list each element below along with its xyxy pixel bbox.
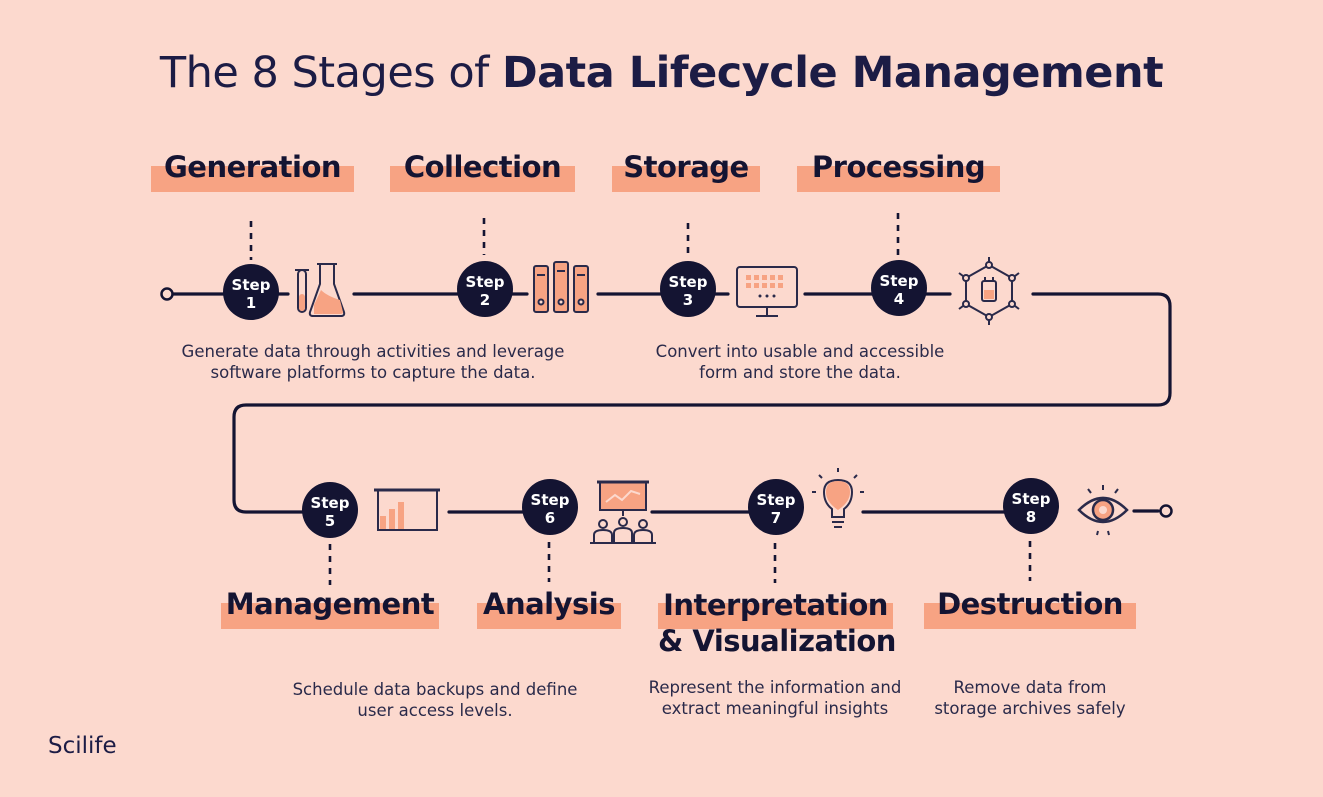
title-prefix: The 8 Stages of [159, 48, 502, 98]
timeline-path [171, 292, 1172, 514]
step-number: 2 [480, 291, 490, 309]
step-circle-8: Step 8 [1003, 478, 1059, 534]
page-title: The 8 Stages of Data Lifecycle Managemen… [0, 48, 1323, 98]
step-number: 3 [683, 291, 693, 309]
step-circle-2: Step 2 [457, 261, 513, 317]
step-word: Step [1012, 490, 1051, 508]
step-word: Step [880, 272, 919, 290]
lab-flask-icon [295, 263, 346, 317]
step-circle-1: Step 1 [223, 264, 279, 320]
step-number: 7 [771, 509, 781, 527]
step-number: 6 [545, 509, 555, 527]
stage-label-destruction: Destruction [924, 587, 1136, 629]
step-circle-3: Step 3 [660, 261, 716, 317]
step-circle-6: Step 6 [522, 479, 578, 535]
step-word: Step [232, 276, 271, 294]
step-word: Step [669, 273, 708, 291]
dotted-connectors [249, 213, 1032, 585]
stage-label-generation: Generation [151, 150, 354, 192]
step-word: Step [466, 273, 505, 291]
step-circle-4: Step 4 [871, 260, 927, 316]
binders-icon [533, 261, 589, 313]
stage-label-interpretation: Interpretation & Visualization [658, 588, 896, 658]
step-word: Step [757, 491, 796, 509]
step-number: 4 [894, 290, 904, 308]
lightbulb-icon [812, 468, 864, 528]
step-number: 1 [246, 294, 256, 312]
eye-icon [1077, 485, 1129, 536]
stage-label-analysis: Analysis [477, 587, 621, 629]
stage-label-processing: Processing [797, 150, 1000, 192]
step-circle-7: Step 7 [748, 479, 804, 535]
end-node [1159, 504, 1173, 518]
scilife-logo: Scilife [48, 733, 117, 759]
stage-label-collection: Collection [390, 150, 575, 192]
stage-label-storage: Storage [612, 150, 760, 192]
step-word: Step [311, 494, 350, 512]
step-number: 5 [325, 512, 335, 530]
step-number: 8 [1026, 508, 1036, 526]
description-generate: Generate data through activities and lev… [181, 342, 565, 382]
step-word: Step [531, 491, 570, 509]
molecule-vial-icon [958, 257, 1020, 325]
title-bold: Data Lifecycle Management [501, 48, 1164, 98]
step-circle-5: Step 5 [302, 482, 358, 538]
presentation-icon [590, 480, 656, 544]
start-node [160, 287, 174, 301]
stage-label-management: Management [221, 587, 439, 629]
bar-chart-board-icon [374, 488, 440, 531]
monitor-icon [736, 266, 798, 317]
